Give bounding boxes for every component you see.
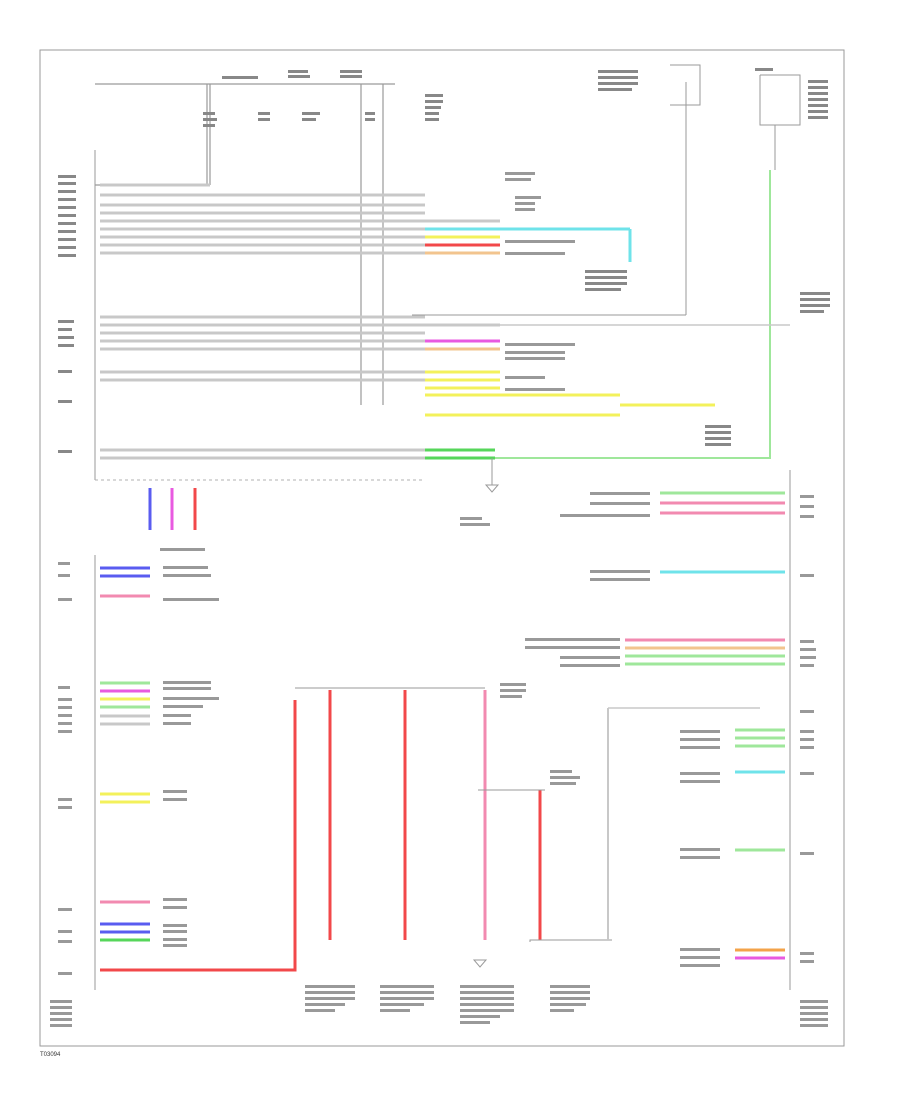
center-lower-section (295, 683, 760, 1024)
ground-symbol-top (484, 484, 500, 493)
top-right-components (412, 64, 801, 316)
top-component-labels (203, 68, 828, 127)
gray-wire-bundle-top (100, 183, 500, 460)
diagram-code: T03094 (40, 1052, 61, 1058)
top-right-connector-labels (585, 270, 830, 446)
diagram-frame (39, 49, 845, 1047)
right-connector-block (525, 470, 828, 1027)
ground-symbol-center (472, 959, 488, 968)
left-lower-connector (50, 548, 297, 1027)
left-connector-block (58, 150, 96, 480)
bundle-endpoint-labels (460, 172, 575, 526)
colored-wire-ends-top (425, 227, 715, 460)
colored-pin-stubs (148, 488, 197, 530)
green-wire-top-right (495, 170, 771, 459)
